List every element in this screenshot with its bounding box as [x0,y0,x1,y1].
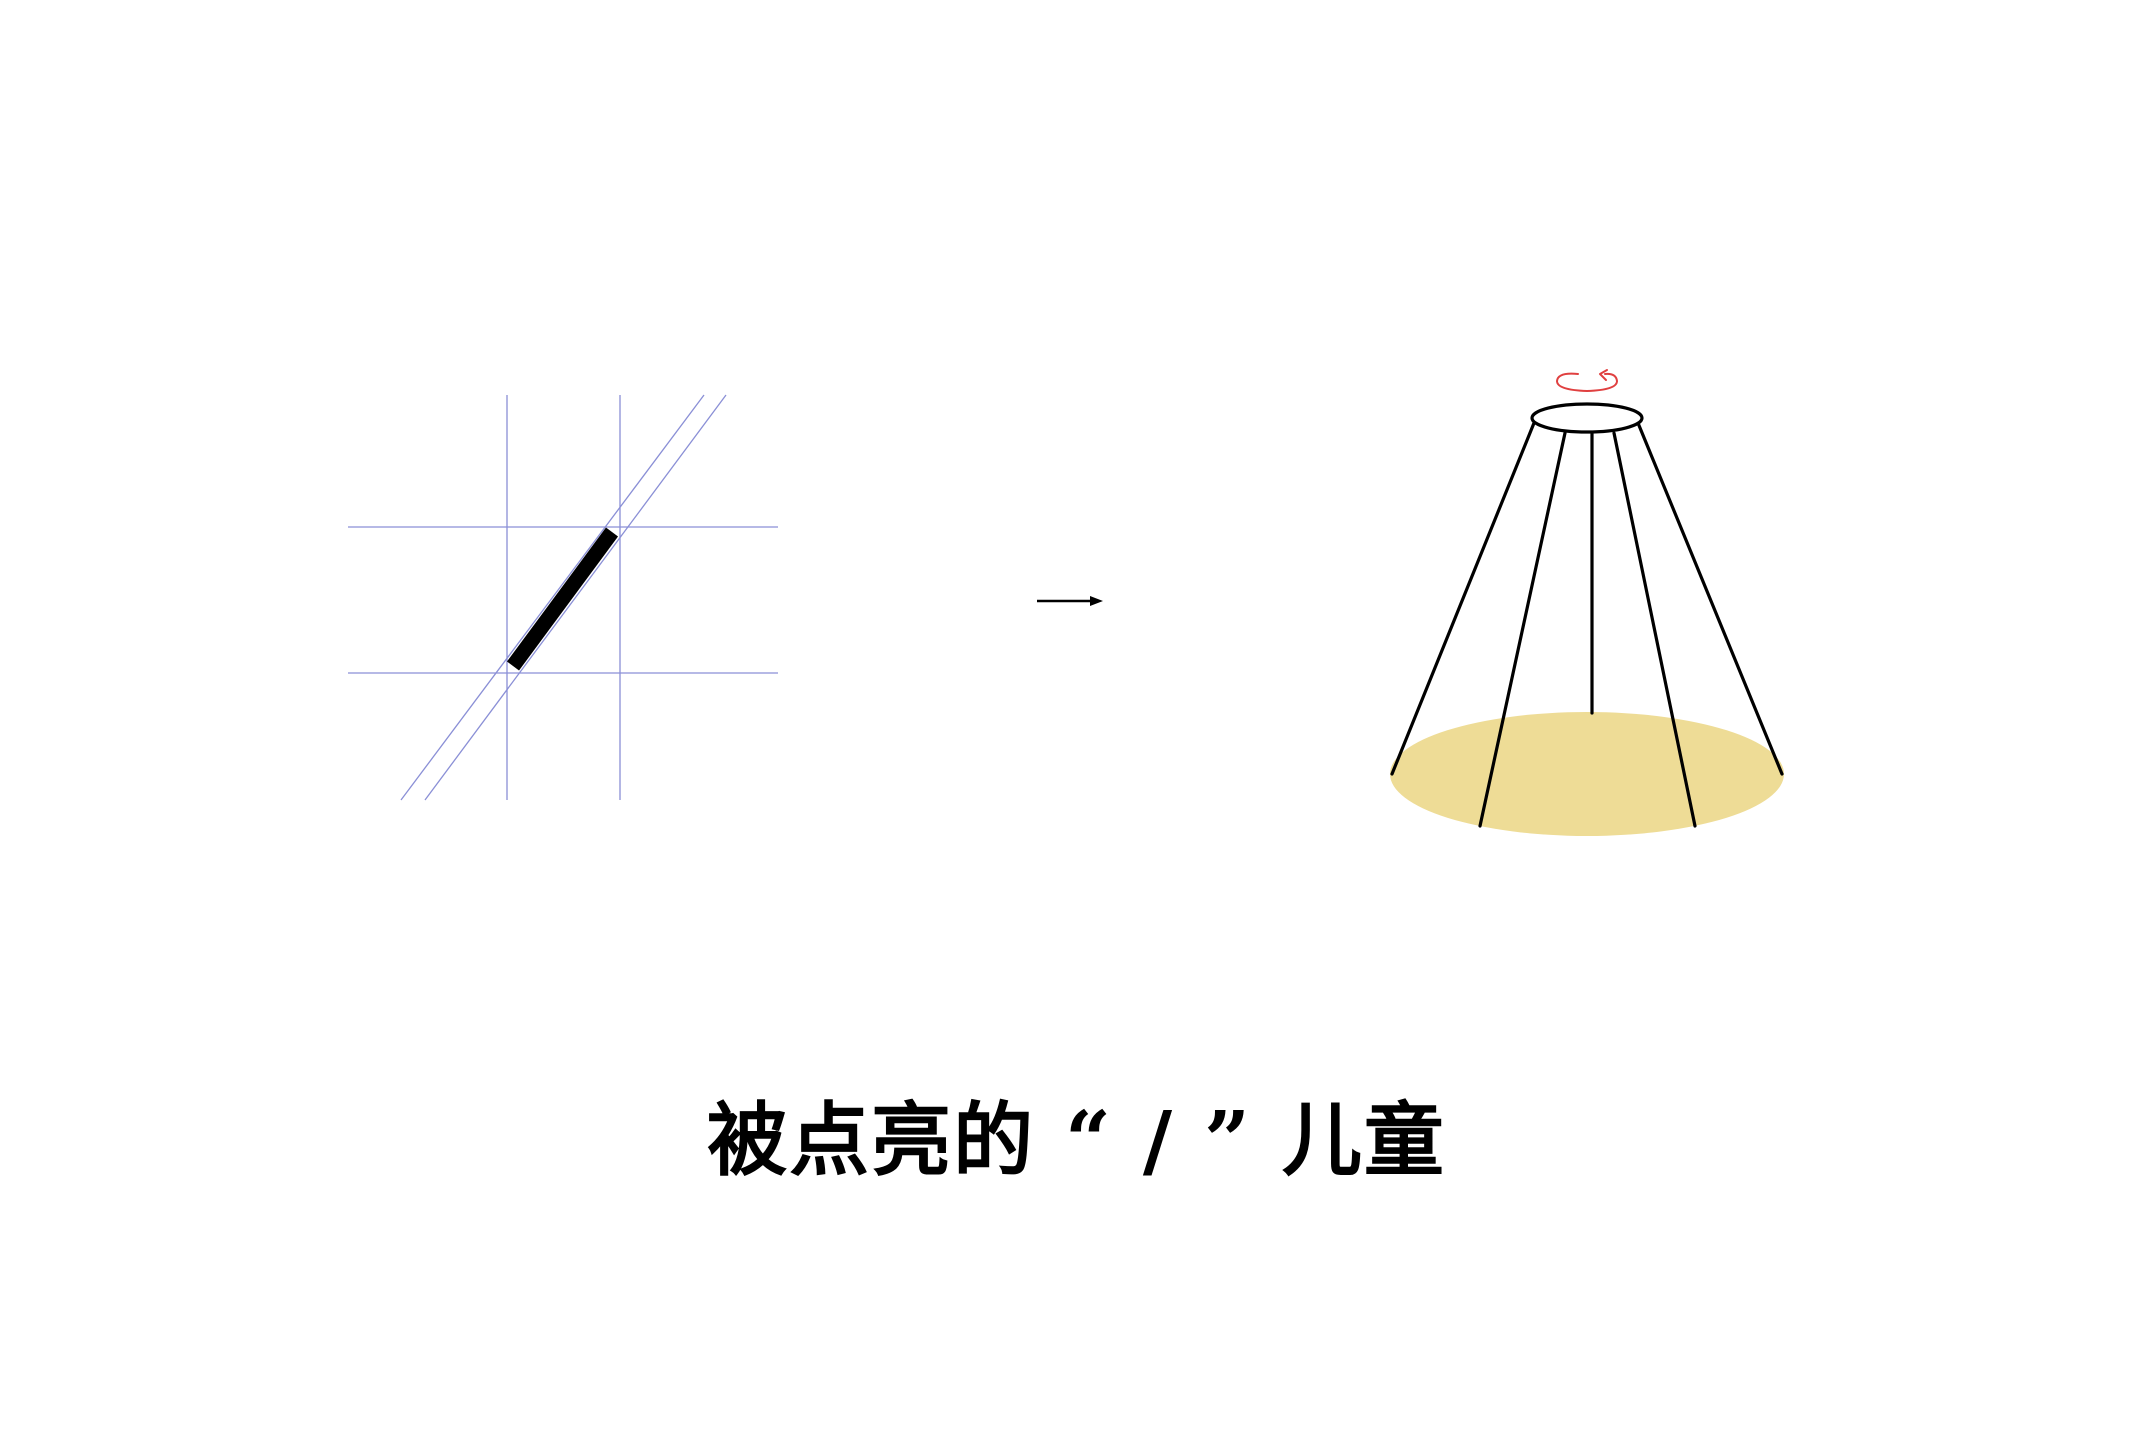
lamp-top-ring [1530,402,1644,434]
ray-outer-left [1390,421,1536,776]
light-rays [1390,421,1784,828]
right-arrow-icon [1037,596,1103,606]
guide-grid [348,394,778,801]
slash-stroke [506,527,619,671]
rotation-arrow-icon [1555,369,1619,393]
ray-inner-left [1478,431,1567,828]
grid-line-diagonal-right [424,394,727,801]
grid-line-diagonal-left [400,394,705,801]
ray-inner-right [1612,431,1697,828]
slash-grid-figure [348,394,778,801]
light-pool [1390,712,1784,836]
ray-outer-right [1636,421,1784,776]
lamp-cone-figure [1390,369,1784,836]
caption-title: 被点亮的 “ / ” 儿童 [707,1093,1446,1187]
